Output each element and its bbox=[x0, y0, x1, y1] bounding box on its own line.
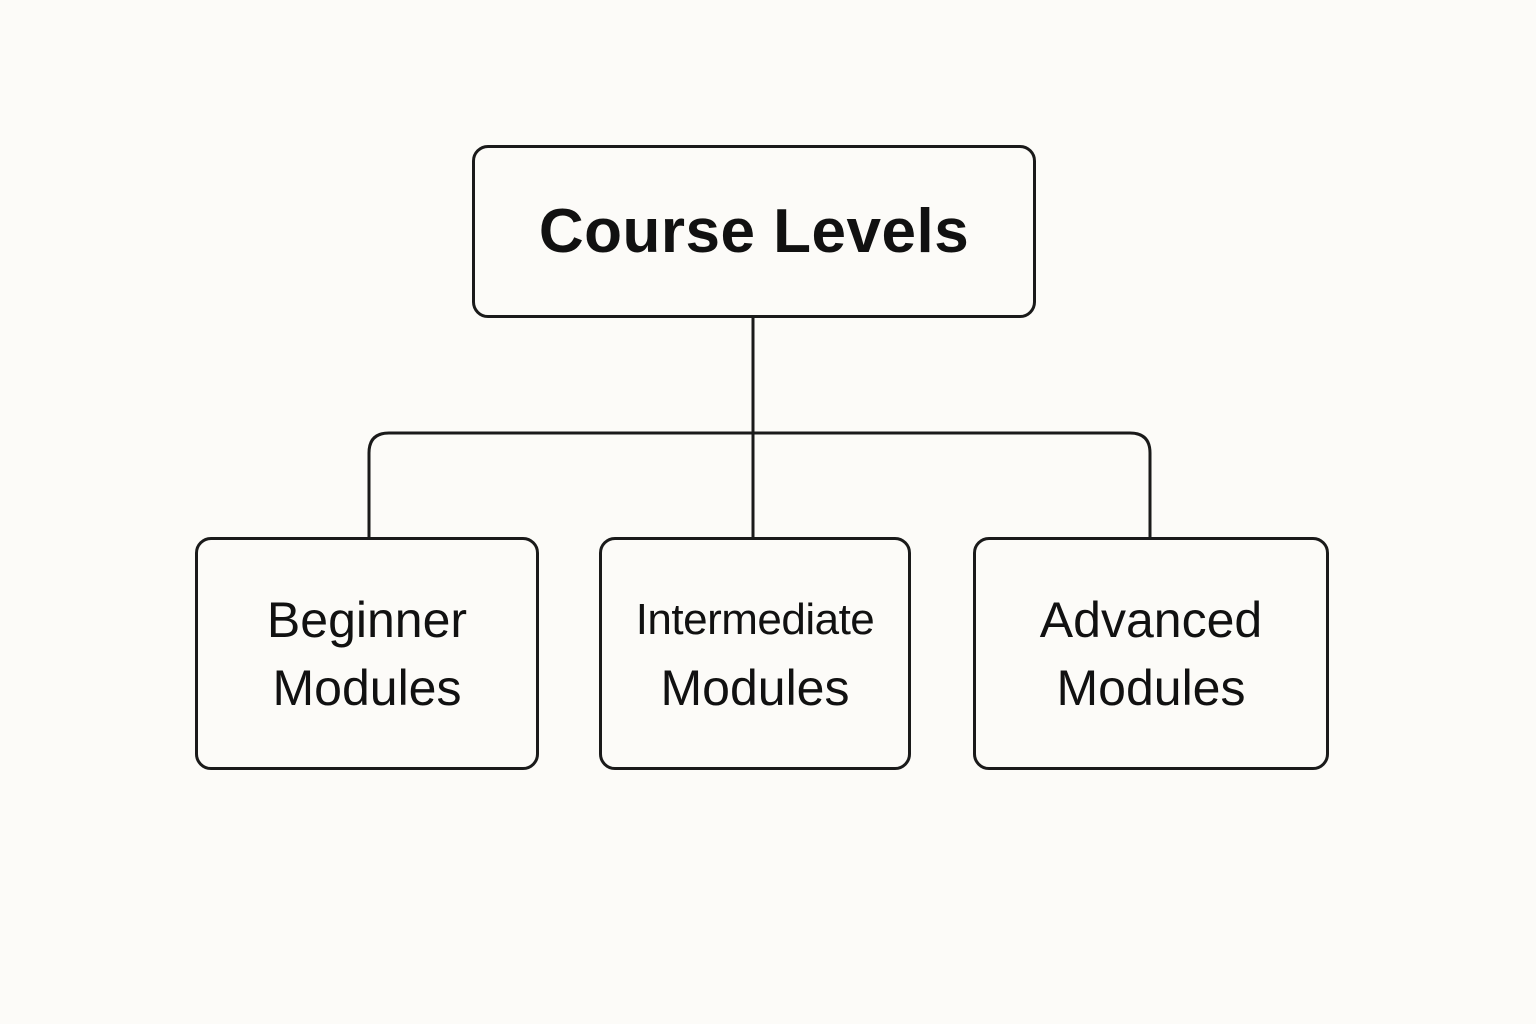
root-label: Course Levels bbox=[538, 196, 970, 266]
advanced-modules-node: Advanced Modules bbox=[973, 537, 1329, 770]
root-node: Course Levels bbox=[472, 145, 1036, 318]
intermediate-line2: Modules bbox=[660, 659, 850, 716]
beginner-line2: Modules bbox=[272, 659, 462, 716]
intermediate-line1: Intermediate bbox=[635, 594, 875, 644]
intermediate-modules-node: Intermediate Modules bbox=[599, 537, 911, 770]
advanced-line2: Modules bbox=[1056, 659, 1246, 716]
advanced-line1: Advanced bbox=[1039, 591, 1263, 648]
branch-connector bbox=[367, 431, 1152, 537]
beginner-line1: Beginner bbox=[266, 591, 468, 648]
beginner-modules-node: Beginner Modules bbox=[195, 537, 539, 770]
